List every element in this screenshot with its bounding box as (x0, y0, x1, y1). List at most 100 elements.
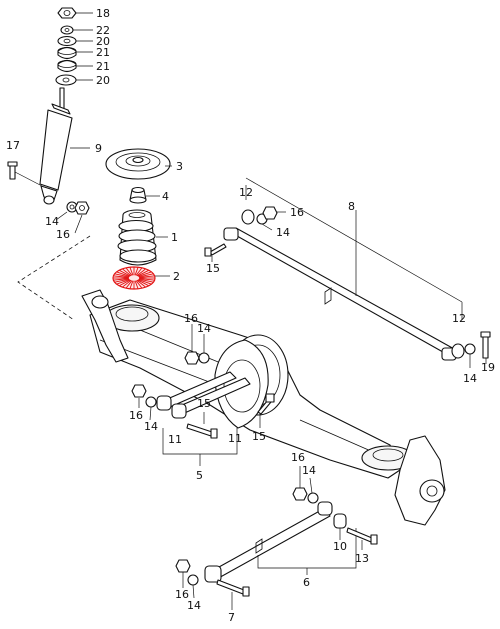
spring-pad-rib (116, 279, 130, 285)
bushing-11-right (171, 403, 187, 419)
callout-22: 22 (96, 24, 110, 37)
callout-2: 2 (173, 270, 180, 283)
callout-labels: 18 22 20 21 21 20 17 9 3 4 1 2 14 16 12 … (6, 7, 495, 624)
spring-pad-rib (138, 278, 153, 283)
nut-16-lower-link-bottom (175, 559, 191, 588)
washer-14-right-rod (464, 343, 476, 368)
washer-20-upper (57, 35, 77, 47)
spring-pad-rib (119, 279, 131, 286)
bushing-12-left (241, 209, 255, 225)
nut-18 (57, 7, 77, 19)
callout-4: 4 (162, 190, 169, 203)
callout-8: 8 (348, 200, 355, 213)
spring-pad-rib (135, 267, 143, 276)
bump-stop-4 (129, 186, 160, 204)
spring-pad-rib (136, 268, 146, 277)
callout-5: 5 (196, 469, 203, 482)
callout-15: 15 (252, 430, 266, 443)
washer-14-upper-link (145, 396, 157, 421)
bolt-17 (7, 161, 43, 187)
dashed-guide-line (17, 235, 91, 321)
callout-19: 19 (481, 361, 495, 374)
spring-pad-2-highlighted (112, 266, 170, 290)
callout-14: 14 (302, 464, 316, 477)
callout-17: 17 (6, 139, 20, 152)
spring-pad-rib (116, 271, 130, 277)
callout-12: 12 (452, 312, 466, 325)
bolt-15-left-rod (204, 243, 227, 262)
callout-14: 14 (144, 420, 158, 433)
spring-pad-rib (135, 280, 143, 289)
spring-pad-rib (139, 278, 155, 281)
spring-pad-rib (125, 280, 133, 289)
bushing-12-right (451, 343, 465, 359)
washer-14-lower-link-bottom (187, 574, 199, 599)
lower-link-6 (204, 501, 357, 583)
callout-16: 16 (291, 451, 305, 464)
callout-15: 15 (197, 397, 211, 410)
callout-16: 16 (290, 206, 304, 219)
callout-10: 10 (333, 540, 347, 553)
spring-pad-rib (134, 280, 139, 289)
callout-21: 21 (96, 46, 110, 59)
callout-20: 20 (96, 35, 110, 48)
top-mount-stack (55, 7, 93, 86)
shock-lower-nut-16 (74, 201, 90, 234)
nut-16-housing (184, 351, 200, 365)
callout-21: 21 (96, 60, 110, 73)
callout-14: 14 (463, 372, 477, 385)
callout-14: 14 (187, 599, 201, 612)
spring-pad-rib (136, 279, 146, 288)
bushing-10 (333, 513, 347, 540)
callout-6: 6 (303, 576, 310, 589)
coil-spring-1 (117, 209, 168, 266)
spring-pad-rib (134, 267, 139, 276)
callout-20: 20 (96, 74, 110, 87)
spring-pad-rib (119, 270, 131, 277)
callout-11: 11 (228, 432, 242, 445)
spring-pad-rib (138, 279, 152, 285)
washer-22 (60, 25, 74, 35)
spring-pad-rib (115, 278, 130, 283)
spring-pad-rib (113, 275, 129, 278)
callout-18: 18 (96, 7, 110, 20)
nut-16-lower-link-top (292, 466, 308, 501)
callout-12: 12 (239, 186, 253, 199)
callout-14: 14 (45, 215, 59, 228)
spring-pad-rib (113, 278, 129, 281)
washer-14-housing (198, 334, 210, 364)
spring-pad-rib (122, 279, 132, 288)
bushing-11-left (156, 395, 172, 411)
callout-9: 9 (95, 142, 102, 155)
spring-pad-rib (115, 273, 130, 278)
washer-14-lower-link-top (307, 477, 319, 504)
spring-pad-rib (125, 267, 133, 276)
bolt-13 (346, 527, 378, 550)
callout-1: 1 (171, 231, 178, 244)
bolt-15-upper-link (186, 412, 218, 439)
bolt-15-housing (257, 393, 275, 428)
bushing-21-upper (57, 46, 77, 60)
spring-pad-rib (129, 267, 134, 276)
rear-axle-housing (81, 289, 446, 526)
callout-15: 15 (206, 262, 220, 275)
nut-16-left-rod (262, 206, 286, 220)
nut-16-upper-link (131, 384, 147, 408)
callout-3: 3 (176, 160, 183, 173)
callout-13: 13 (355, 552, 369, 565)
callout-14: 14 (276, 226, 290, 239)
lateral-rod-8 (223, 177, 463, 361)
callout-16: 16 (129, 409, 143, 422)
callout-14: 14 (197, 322, 211, 335)
callout-16: 16 (175, 588, 189, 601)
callout-16: 16 (56, 228, 70, 241)
bolt-7 (216, 579, 250, 610)
spring-pad-rib (137, 270, 149, 277)
spring-pad-rib (122, 268, 132, 277)
bushing-21-lower (57, 59, 77, 73)
spring-pad-rib (138, 273, 153, 278)
spring-pad-rib (129, 280, 134, 289)
spring-seat-3 (105, 148, 172, 180)
spring-pad-rib (138, 271, 152, 277)
